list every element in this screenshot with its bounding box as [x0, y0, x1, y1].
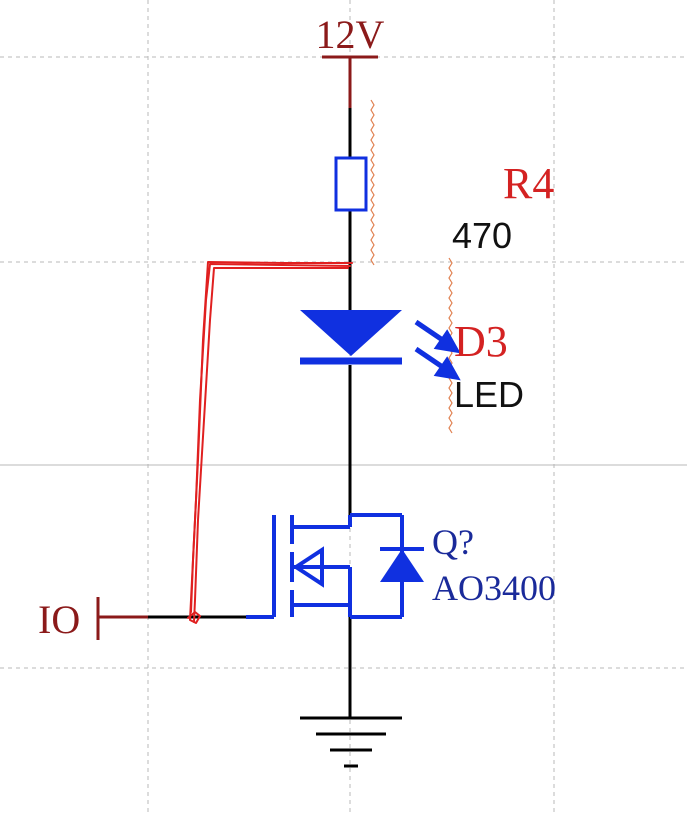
power-label: 12V: [316, 12, 385, 57]
emission-arrowhead-2: [433, 356, 461, 381]
body-arrow-icon: [292, 546, 324, 588]
squiggle-resistor: [370, 99, 375, 266]
squiggle-marks: [370, 99, 453, 434]
led-type: LED: [454, 374, 524, 415]
resistor-body: [334, 156, 368, 212]
mosfet-part: AO3400: [432, 568, 556, 608]
annotation-stroke-2: [193, 267, 349, 623]
emission-arrow-1: [414, 319, 446, 344]
wires: [148, 108, 352, 718]
resistor-r4[interactable]: R4 470: [334, 156, 554, 256]
resistor-value: 470: [452, 215, 512, 256]
emission-arrowhead-1: [433, 329, 461, 354]
body-diode-triangle: [380, 549, 424, 582]
red-hand-annotation: [187, 261, 353, 624]
led-designator: D3: [454, 317, 508, 366]
input-port-io[interactable]: IO: [38, 597, 148, 642]
ground-icon: [300, 716, 402, 768]
resistor-designator: R4: [503, 159, 554, 208]
annotation-stroke-3: [190, 261, 353, 613]
io-label: IO: [38, 597, 80, 642]
led-d3[interactable]: D3 LED: [300, 310, 524, 415]
emission-arrow-2: [414, 346, 446, 371]
power-port-12v[interactable]: 12V: [316, 12, 385, 108]
mosfet-designator: Q?: [432, 522, 474, 562]
led-triangle: [300, 310, 402, 356]
led-emission-arrows-icon: [414, 319, 461, 381]
mosfet-q[interactable]: Q? AO3400: [246, 513, 556, 619]
